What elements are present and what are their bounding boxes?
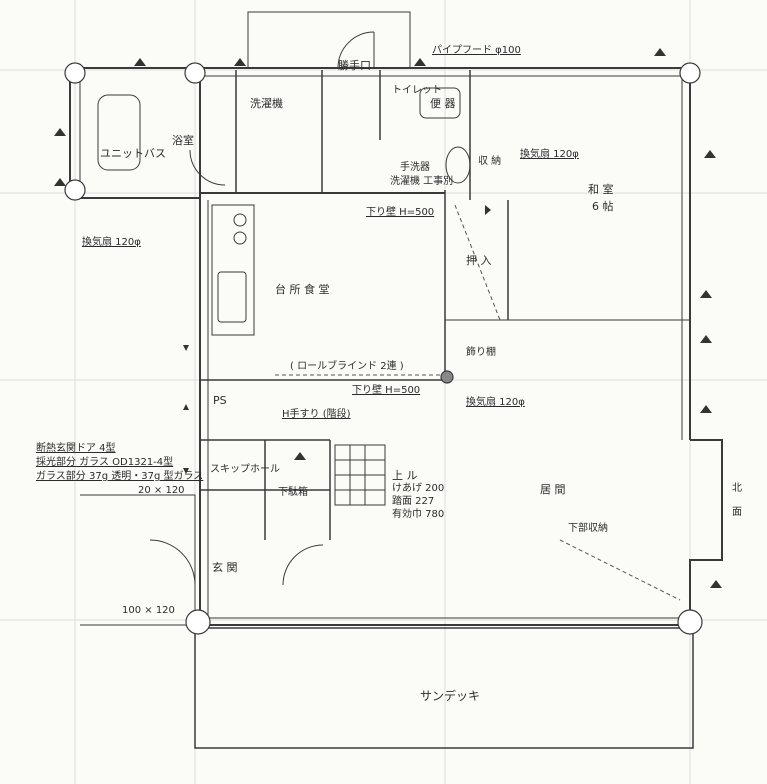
label-oshiire: 押 入 <box>466 254 492 267</box>
label-washbasin: 手洗器 <box>400 162 430 173</box>
dashed-lines <box>275 204 681 601</box>
triangle-marks <box>54 48 722 588</box>
label-wash-tag: 洗濯機 工事別 <box>390 176 454 187</box>
note-sub-storage: 下部収納 <box>568 523 608 534</box>
note-vent-3: 換気扇 120φ <box>466 397 525 408</box>
note-roll-blind: ( ロールブラインド 2連 ) <box>290 361 404 372</box>
label-japanese-size: 6 帖 <box>592 200 614 213</box>
label-wc: トイレット <box>392 85 442 96</box>
note-door-3: ガラス部分 37g 透明・37g 型ガラス <box>36 471 204 482</box>
columns <box>64 62 703 635</box>
label-storage: 収 納 <box>478 156 502 167</box>
label-hall: 玄 関 <box>212 561 238 574</box>
door-swings <box>149 31 375 586</box>
note-vent-1: 換気扇 120φ <box>520 149 579 160</box>
note-window-1: 20 × 120 <box>138 485 185 496</box>
label-bath: 浴室 <box>172 134 194 147</box>
label-japanese-room: 和 室 <box>588 183 614 196</box>
label-sundeck: サンデッキ <box>420 689 481 703</box>
label-living: 居 間 <box>540 483 566 496</box>
note-side-2: 面 <box>732 507 742 518</box>
label-toilet: 便 器 <box>430 97 456 110</box>
fixtures <box>97 87 471 336</box>
label-unit-bath: ユニットバス <box>100 147 166 160</box>
label-deco: 飾り棚 <box>466 347 496 358</box>
label-back-door: 勝手口 <box>338 59 371 72</box>
note-stair-2: 踏面 227 <box>392 496 435 507</box>
note-vent-2: 換気扇 120φ <box>82 237 141 248</box>
note-handrail: H手すり (階段) <box>282 409 351 420</box>
note-drop-wall-2: 下り壁 H=500 <box>352 385 421 396</box>
note-door-2: 採光部分 ガラス OD1321-4型 <box>36 457 174 468</box>
label-skip-hall: スキップホール <box>210 464 280 475</box>
note-stair-1: けあげ 200 <box>392 483 445 494</box>
label-washroom: 洗濯機 <box>250 97 283 110</box>
walls <box>69 11 723 749</box>
note-side-1: 北 <box>732 483 742 494</box>
note-pipe: パイプフード φ100 <box>432 45 521 56</box>
note-drop-wall-1: 下り壁 H=500 <box>366 207 435 218</box>
label-ps: PS <box>213 394 227 407</box>
note-door-1: 断熱玄関ドア 4型 <box>36 443 116 454</box>
label-closet: 下駄箱 <box>278 487 308 498</box>
stair <box>334 444 386 506</box>
note-stair-3: 有効巾 780 <box>392 509 445 520</box>
note-stair-up: 上 ル <box>392 469 418 482</box>
label-ldk: 台 所 食 堂 <box>275 283 330 296</box>
note-window-2: 100 × 120 <box>122 605 175 616</box>
